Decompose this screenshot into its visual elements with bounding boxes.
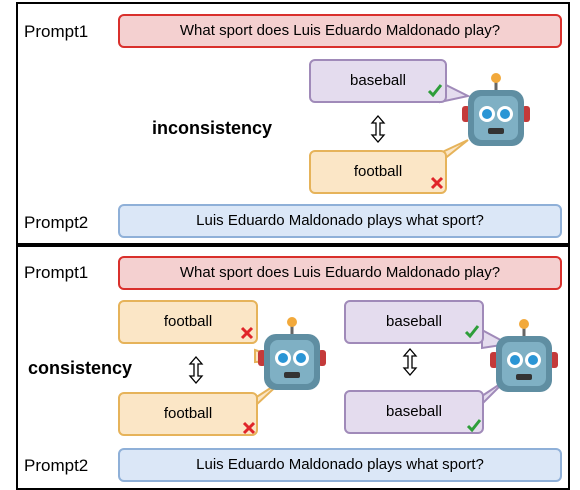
answer-bubble-football: football <box>309 150 447 194</box>
check-icon <box>464 325 480 339</box>
answer-bubble-football: football <box>118 392 258 436</box>
robot-icon <box>258 317 326 390</box>
answer-bubble-baseball: baseball <box>344 390 484 434</box>
robot-icon <box>490 319 558 392</box>
cross-icon <box>242 421 256 435</box>
cross-icon <box>240 326 254 340</box>
prompt1-label: Prompt1 <box>24 22 89 41</box>
answer-bubble-football: football <box>118 300 258 344</box>
robot-icon <box>462 73 530 146</box>
prompt2-box: Luis Eduardo Maldonado plays what sport? <box>118 204 562 238</box>
prompt2-box: Luis Eduardo Maldonado plays what sport? <box>118 448 562 482</box>
consistency-panel <box>16 243 570 490</box>
prompt2-label: Prompt2 <box>24 456 89 475</box>
answer-bubble-baseball: baseball <box>344 300 484 344</box>
consistency-heading: consistency <box>28 358 133 378</box>
prompt1-box: What sport does Luis Eduardo Maldonado p… <box>118 256 562 290</box>
check-icon <box>466 419 482 433</box>
answer-bubble-baseball: baseball <box>309 59 447 103</box>
prompt1-label: Prompt1 <box>24 263 89 282</box>
inconsistency-panel <box>16 2 570 247</box>
prompt1-box: What sport does Luis Eduardo Maldonado p… <box>118 14 562 48</box>
up-down-arrow-icon <box>402 348 418 376</box>
cross-icon <box>430 176 444 190</box>
up-down-arrow-icon <box>188 356 204 384</box>
check-icon <box>427 84 443 98</box>
up-down-arrow-icon <box>370 115 386 143</box>
prompt2-label: Prompt2 <box>24 213 89 232</box>
inconsistency-heading: inconsistency <box>152 118 273 138</box>
